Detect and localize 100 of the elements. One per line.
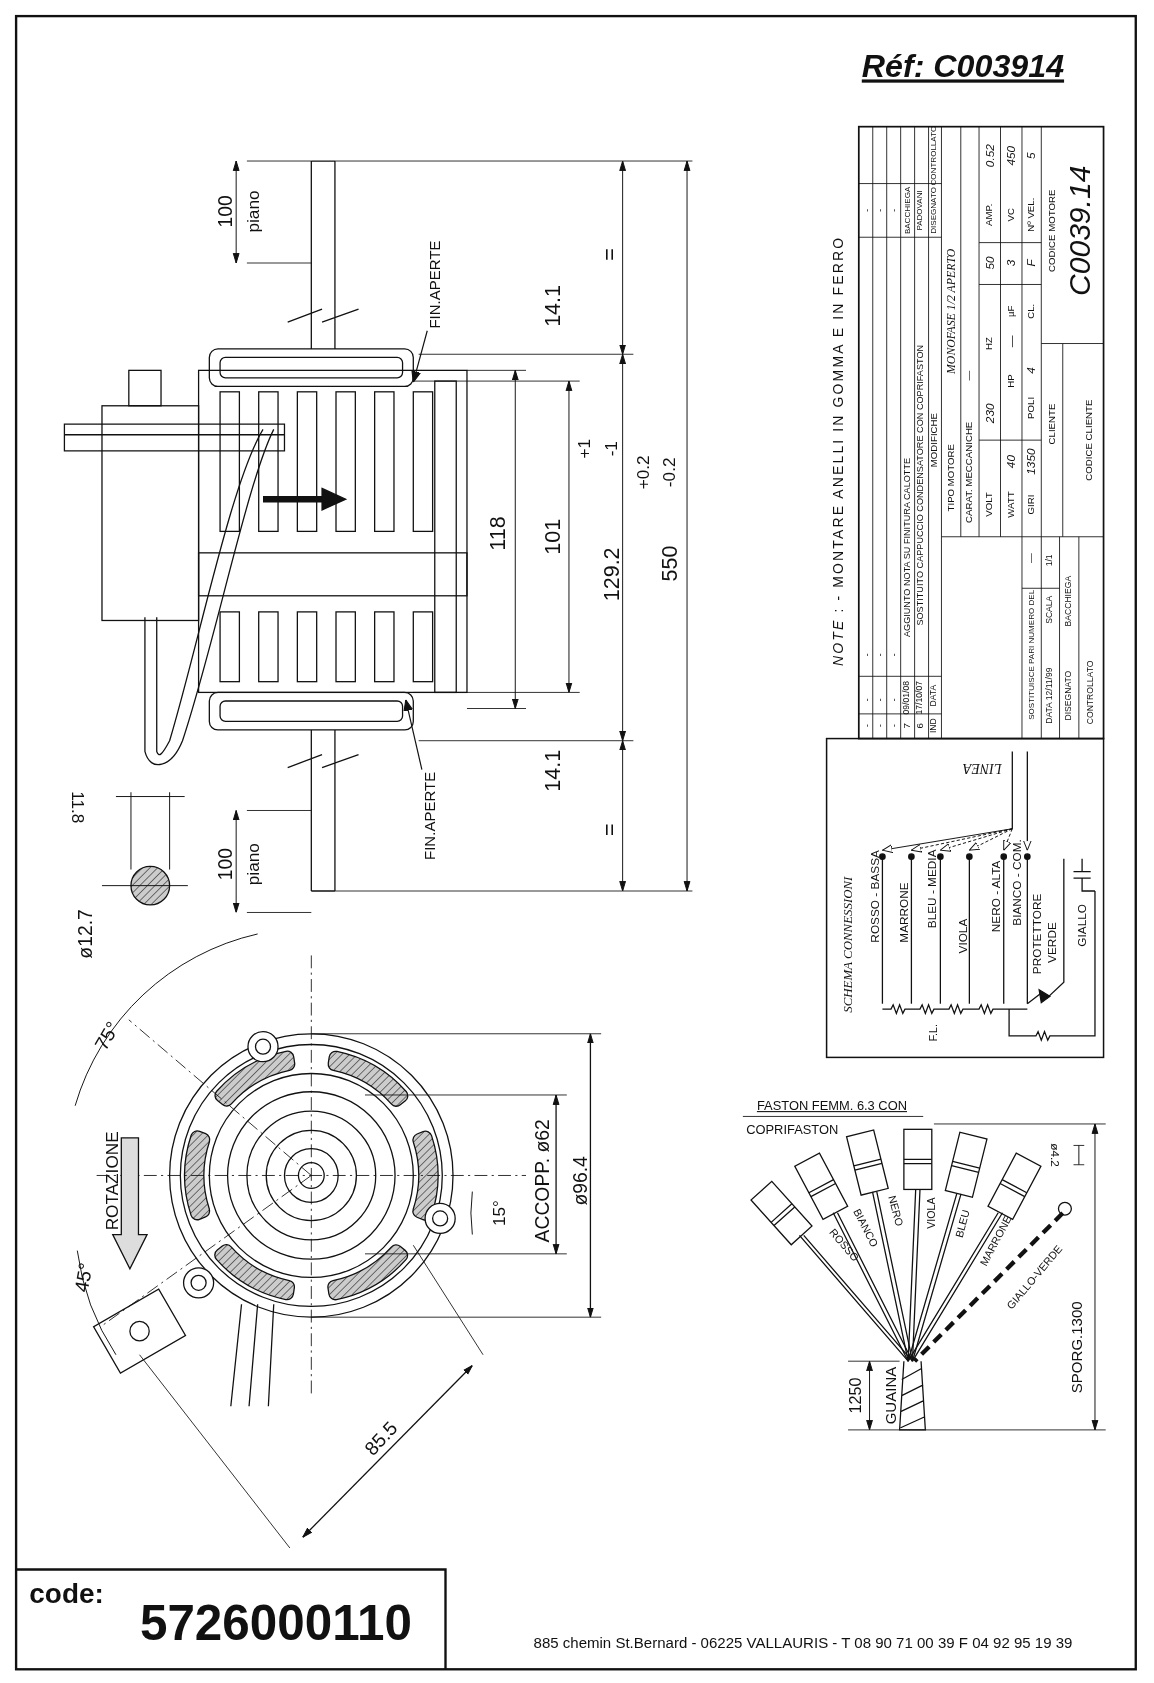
wire-label: BIANCO - COM. xyxy=(1011,839,1024,926)
wire-label: F.L. xyxy=(928,1024,940,1042)
table-text: HP xyxy=(1006,374,1017,388)
dimension-label: 100 xyxy=(215,848,236,881)
table-text: 17/10/07 xyxy=(915,681,925,715)
table-text: 6 xyxy=(915,723,925,729)
table-text: VOLT xyxy=(984,492,995,517)
angle-label: 45° xyxy=(71,1261,96,1294)
motor-type: MONOFASE 1/2 APERTO xyxy=(945,248,958,374)
line-label: LINEA xyxy=(962,761,1002,776)
dimension-label: 118 xyxy=(486,516,508,551)
table-text: 0.52 xyxy=(983,144,996,168)
table-text: CLIENTE xyxy=(1047,403,1057,445)
wire-label: VIOLA xyxy=(926,1197,938,1229)
table-text: 5 xyxy=(1025,152,1038,159)
wire-label: MARRONE xyxy=(898,882,910,943)
table-text: 50 xyxy=(983,256,996,270)
table-text: SOSTITUITO CAPPUCCIO CONDENSATORE CON COPRIFASTON xyxy=(915,344,925,626)
table-text: CL. xyxy=(1026,303,1037,319)
table-text: DATA xyxy=(929,684,939,707)
table-text: - xyxy=(889,653,900,657)
table-text: POLI xyxy=(1026,396,1037,419)
table-text: µF xyxy=(1006,305,1017,318)
rotation-label: ROTAZIONE xyxy=(104,1131,122,1231)
table-text: MODIFICHE xyxy=(929,413,939,468)
address-text: 885 chemin St.Bernard - 06225 VALLAURIS - T 08 90 71 00 39 F 04 92 95 19 39 xyxy=(533,1634,1073,1650)
reference-number: Réf: C003914 xyxy=(861,50,1065,83)
dimension-label: ø12.7 xyxy=(76,909,96,959)
dimension-label: 14.1 xyxy=(542,285,564,327)
wire-label: NERO - ALTA xyxy=(990,860,1003,933)
table-text: 230 xyxy=(983,403,996,424)
wire-label: BLEU xyxy=(954,1208,972,1239)
table-text: TIPO MOTORE xyxy=(946,444,956,512)
table-text: CONTROLLATO xyxy=(929,125,938,186)
wire-label: PROTETTORE xyxy=(1031,893,1043,975)
table-text: VC xyxy=(1006,208,1017,222)
table-text: — xyxy=(1026,553,1037,564)
table-text: BACCHIEGA xyxy=(1064,575,1074,627)
table-text: BACCHIEGA xyxy=(903,186,912,235)
dimension-label: ø96.4 xyxy=(571,1156,591,1206)
table-text: - xyxy=(862,208,873,212)
dimension-label: SPORG.1300 xyxy=(1069,1301,1085,1394)
table-text: GIRI xyxy=(1026,494,1037,515)
table-text: AGGIUNTO NOTA SU FINITURA CALOTTE xyxy=(902,457,912,638)
note-text: NOTE : - MONTARE ANELLI IN GOMMA E IN FERRO xyxy=(831,235,846,666)
table-text: - xyxy=(889,698,900,702)
table-text: 40 xyxy=(1005,455,1018,469)
table-text: CONTROLLATO xyxy=(1086,660,1095,725)
leader-line xyxy=(403,699,423,771)
code-number: 5726000110 xyxy=(139,1598,412,1648)
connector-note: COPRIFASTON xyxy=(746,1122,839,1136)
callout-label: FIN.APERTE xyxy=(427,240,443,329)
table-text: 3 xyxy=(1005,259,1018,267)
table-text: CODICE CLIENTE xyxy=(1084,399,1095,481)
dimension-label: 14.1 xyxy=(542,749,564,792)
table-text: DISEGNATO xyxy=(1064,670,1074,721)
motor-code: C0039.14 xyxy=(1064,165,1095,296)
table-text: 1/1 xyxy=(1045,554,1055,567)
dimension-label: 1250 xyxy=(847,1377,864,1414)
dimension-label: 100 xyxy=(215,195,236,228)
table-text: - xyxy=(862,698,873,702)
connector-note: FASTON FEMM. 6.3 CON xyxy=(756,1099,907,1113)
table-text: - xyxy=(889,724,900,728)
wire-label: GIALLO xyxy=(1076,904,1088,947)
table-text: 450 xyxy=(1005,145,1018,166)
wire-label: VIOLA xyxy=(957,918,969,954)
table-text: - xyxy=(889,208,900,212)
dimension-label: 129.2 xyxy=(601,547,623,602)
table-text: - xyxy=(875,653,886,657)
callout-label: FIN.APERTE xyxy=(421,771,437,860)
schematic-title: SCHEMA CONNESSIONI xyxy=(841,876,855,1013)
table-text: — xyxy=(1005,335,1018,348)
dimension-label: -1 xyxy=(603,441,621,457)
table-text: DATA 12/11/99 xyxy=(1045,667,1055,724)
leader-line xyxy=(411,330,428,383)
table-text: HZ xyxy=(984,337,995,350)
table-text: Nº VEL. xyxy=(1026,197,1037,232)
dimension-label: = xyxy=(599,823,621,837)
table-text: CODICE MOTORE xyxy=(1047,189,1057,273)
wire-label: VERDE xyxy=(1046,922,1058,963)
dimension-label: 550 xyxy=(659,545,681,582)
dimension-label: piano xyxy=(244,843,262,886)
dimension-label: ø4.2 xyxy=(1049,1143,1062,1167)
table-text: PADOVANI xyxy=(915,190,924,231)
dimension-label: ACCOPP. ø62 xyxy=(532,1119,552,1243)
table-text: IND xyxy=(929,718,939,734)
table-text: SCALA xyxy=(1045,595,1055,624)
table-text: F xyxy=(1025,259,1038,267)
sheath-label: GUAINA xyxy=(883,1366,899,1425)
dimension-label: 11.8 xyxy=(68,791,86,824)
dimension-label: -0.2 xyxy=(661,457,679,488)
table-text: - xyxy=(862,724,873,728)
table-text: 4 xyxy=(1025,367,1038,374)
table-text: CARAT. MECCANICHE xyxy=(964,421,975,523)
dimension-label: piano xyxy=(244,190,262,233)
dimension-label: +0.2 xyxy=(635,455,653,490)
wire-label: ROSSO - BASSA xyxy=(869,850,881,943)
table-text: 7 xyxy=(902,723,912,729)
table-text: - xyxy=(875,724,886,728)
table-text: WATT xyxy=(1006,491,1017,518)
